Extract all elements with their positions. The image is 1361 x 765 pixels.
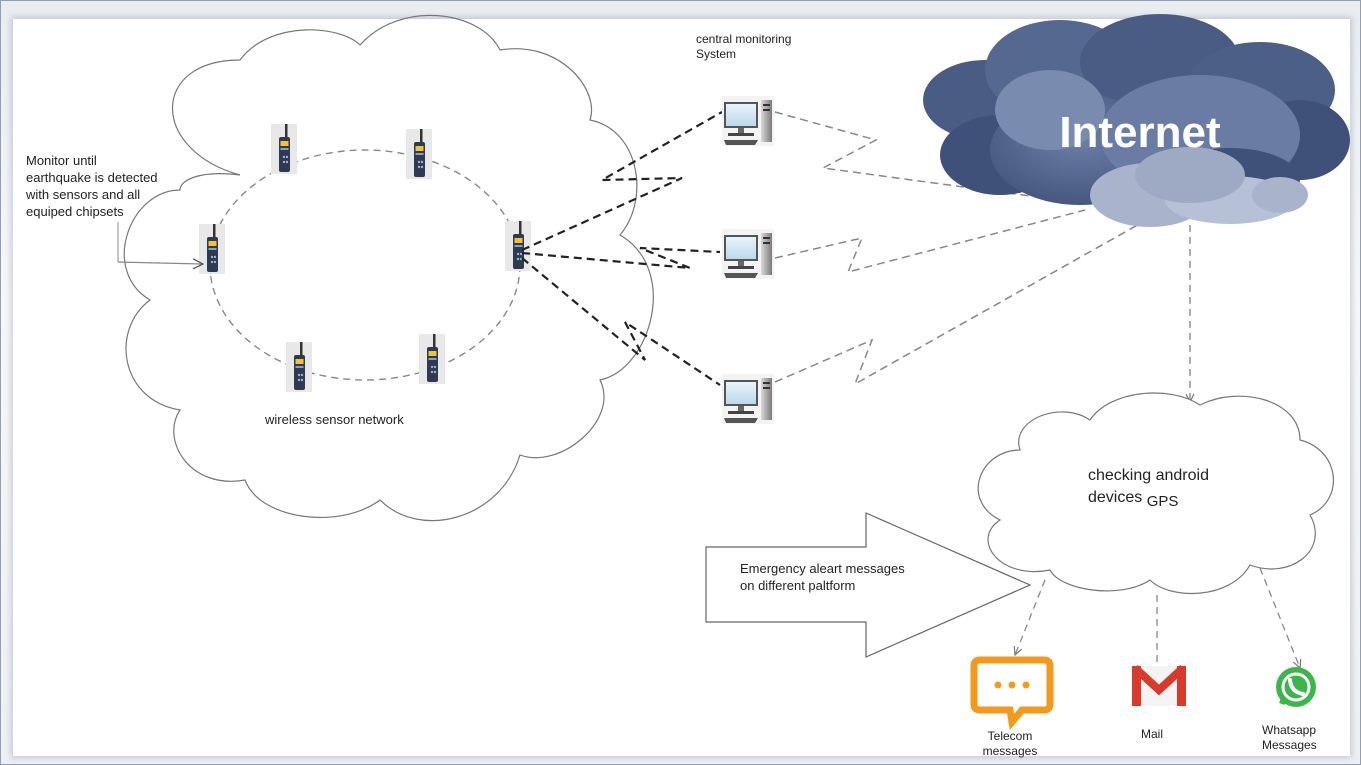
chat-bubble-icon xyxy=(970,656,1054,731)
link-computer1-internet xyxy=(774,111,1061,201)
sensor-ring xyxy=(209,149,521,381)
gps-label-gps: GPS xyxy=(1146,493,1179,510)
central-monitoring-label: central monitoring System xyxy=(696,32,791,62)
wsn-cloud-outline xyxy=(123,14,654,522)
computer-icon xyxy=(722,96,774,146)
internet-cloud-icon xyxy=(923,14,1350,227)
monitor-text-line: earthquake is detected xyxy=(26,170,158,185)
computer-icon xyxy=(722,374,774,424)
link-computer3-internet xyxy=(774,217,1151,386)
emergency-alert-arrow xyxy=(705,512,1032,658)
whatsapp-label-line: Whatsapp xyxy=(1262,723,1317,737)
sensor-node-icon xyxy=(406,129,432,179)
link-gps-telecom xyxy=(1015,579,1046,655)
gmail-icon xyxy=(1132,665,1186,706)
wsn-label: wireless sensor network xyxy=(265,412,404,427)
monitor-arrow xyxy=(117,262,202,264)
monitor-text-line: equiped chipsets xyxy=(26,204,124,219)
monitor-text-line: with sensors and all xyxy=(26,187,141,202)
monitor-text: Monitor until earthquake is detected wit… xyxy=(26,152,158,220)
mail-label: Mail xyxy=(1141,727,1164,741)
link-to-computer-1 xyxy=(521,111,723,252)
computer-icon xyxy=(722,229,774,279)
monitor-text-line: Monitor until xyxy=(26,153,97,168)
whatsapp-label-line: Messages xyxy=(1262,738,1317,752)
whatsapp-label: Whatsapp Messages xyxy=(1262,723,1317,753)
central-monitoring-line: central monitoring xyxy=(696,32,792,46)
emergency-alert-line: on different paltform xyxy=(740,578,856,593)
telecom-label-line: messages xyxy=(982,744,1038,758)
sensor-node-icon xyxy=(286,342,312,392)
link-gps-whatsapp xyxy=(1259,567,1300,668)
gps-label-line: checking android xyxy=(1088,467,1209,484)
sensor-node-icon xyxy=(199,224,225,274)
internet-label: Internet xyxy=(1059,108,1221,157)
sensor-node-icon xyxy=(271,124,297,174)
link-to-computer-3 xyxy=(521,257,721,386)
telecom-label: Telecom messages xyxy=(982,729,1038,759)
emergency-alert-label: Emergency aleart messages on different p… xyxy=(740,560,905,594)
link-computer2-internet xyxy=(774,209,1086,274)
whatsapp-icon xyxy=(1276,667,1316,707)
link-to-computer-2 xyxy=(521,246,721,270)
telecom-label-line: Telecom xyxy=(987,729,1033,743)
gps-cloud-outline xyxy=(977,392,1334,595)
gps-label-devices: devices xyxy=(1088,489,1143,506)
gps-label: checking android devices GPS xyxy=(1088,465,1209,510)
sensor-node-icon xyxy=(419,334,445,384)
emergency-alert-line: Emergency aleart messages xyxy=(740,561,905,576)
gps-label-line: devices GPS xyxy=(1088,487,1209,510)
central-monitoring-line: System xyxy=(696,47,737,61)
